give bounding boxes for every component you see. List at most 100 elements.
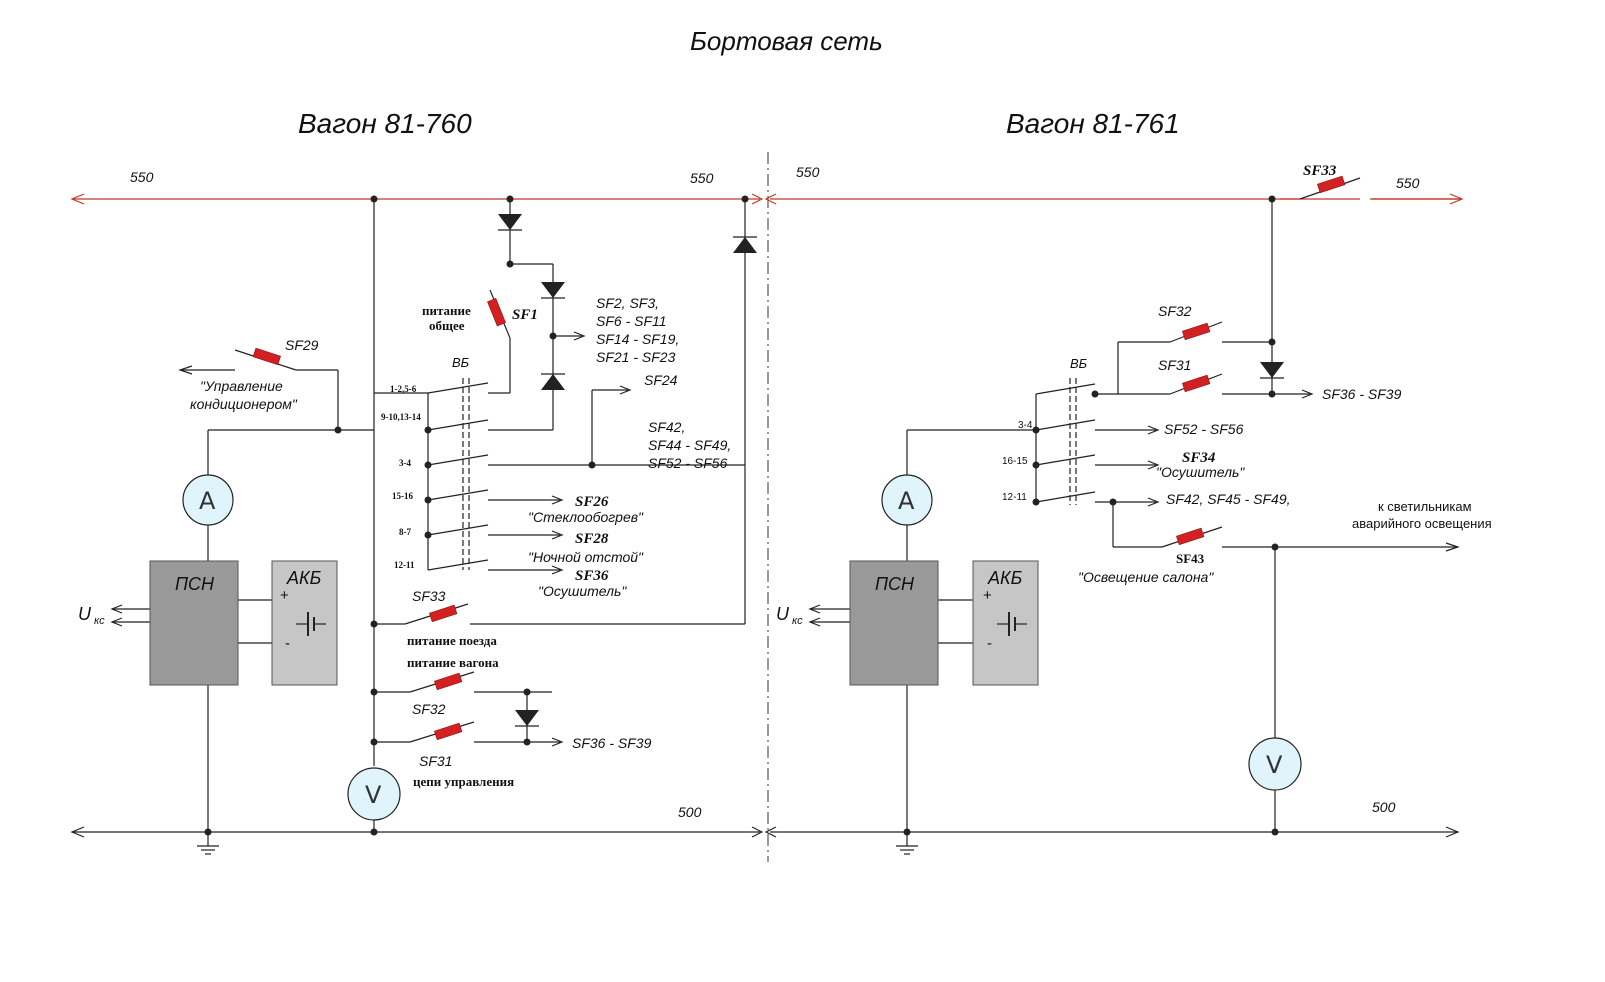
vb-contact-label: 9-10,13-14	[381, 412, 421, 422]
sf-group-label: SF6 - SF11	[596, 313, 667, 329]
sf42-label: SF42,	[648, 419, 685, 435]
fuse-icon	[434, 672, 463, 691]
sf1-label: SF1	[512, 307, 538, 323]
ukc-label: U	[776, 604, 790, 624]
voltmeter-left: V	[347, 767, 401, 821]
bus-label: 550	[690, 170, 714, 186]
fuse-icon	[429, 604, 458, 623]
vb-contact-label: 15-16	[392, 491, 413, 501]
svg-text:V: V	[1266, 751, 1283, 779]
sf36-39-label: SF36 - SF39	[1322, 386, 1402, 402]
minus-sign: -	[987, 635, 992, 652]
power-general-label: общее	[429, 318, 465, 333]
battery-icon	[296, 612, 326, 636]
sf34-label: SF34	[1182, 450, 1216, 466]
sf33-label: SF33	[412, 588, 446, 604]
diode-icon	[515, 710, 539, 727]
akb-battery-right	[972, 560, 1039, 686]
emergency-light-label: аварийного освещения	[1352, 516, 1492, 531]
sf42-label: SF52 - SF56	[648, 455, 728, 471]
diode-icon	[733, 236, 757, 253]
plus-sign: +	[280, 587, 289, 604]
akb-label: АКБ	[286, 568, 322, 588]
fuse-icon	[1182, 374, 1211, 393]
ac-control-label: "Управление	[200, 378, 283, 394]
ammeter-left: A	[182, 474, 234, 526]
svg-text:A: A	[199, 487, 216, 515]
salon-light-label: "Освещение салона"	[1078, 569, 1214, 585]
sf36-desc: "Осушитель"	[538, 583, 627, 599]
ukc-subscript: кс	[94, 615, 105, 627]
junction-dots	[903, 195, 1279, 836]
car-power-label: питание вагона	[407, 655, 499, 670]
voltmeter-right: V	[1248, 737, 1302, 791]
vb-contact-label: 12-11	[394, 560, 415, 570]
psn-label: ПСН	[175, 574, 215, 594]
vb-contact-label: 16-15	[1002, 456, 1028, 467]
bus-500	[70, 826, 1460, 838]
sf-group-label: SF2, SF3,	[596, 295, 659, 311]
sf33-label: SF33	[1303, 163, 1337, 179]
sf28-desc: "Ночной отстой"	[528, 549, 644, 565]
left-car-wiring	[110, 199, 746, 855]
psn-label: ПСН	[875, 574, 915, 594]
sf31-label: SF31	[419, 753, 452, 769]
ac-control-label: кондиционером"	[190, 396, 298, 412]
car-right-title: Вагон 81-761	[1006, 108, 1180, 139]
battery-icon	[997, 612, 1027, 636]
diode-icon	[1260, 362, 1284, 379]
sf-group-label: SF21 - SF23	[596, 349, 676, 365]
train-power-label: питание поезда	[407, 633, 497, 648]
sf32-label: SF32	[1158, 303, 1192, 319]
vb-contact-label: 8-7	[399, 527, 411, 537]
vb-label: ВБ	[452, 355, 470, 370]
vb-contact-label: 1-2,5-6	[390, 384, 417, 394]
ukc-subscript: кс	[792, 615, 803, 627]
diagram-title: Бортовая сеть	[690, 26, 883, 56]
fuse-icon	[1317, 175, 1346, 194]
sf31-label: SF31	[1158, 357, 1191, 373]
sf34-desc: "Осушитель"	[1156, 464, 1245, 480]
power-general-label: питание	[422, 303, 471, 318]
sf36-39-label: SF36 - SF39	[572, 735, 652, 751]
diode-icon	[541, 373, 565, 390]
sf52-56-label: SF52 - SF56	[1164, 421, 1244, 437]
svg-text:A: A	[898, 487, 915, 515]
bus-label: 550	[796, 164, 820, 180]
sf24-label: SF24	[644, 372, 678, 388]
fuse-icon	[487, 298, 506, 327]
diode-icon	[541, 282, 565, 299]
emergency-light-label: к светильникам	[1378, 499, 1472, 514]
psn-unit-right	[849, 560, 939, 686]
sf36-label: SF36	[575, 568, 609, 584]
plus-sign: +	[983, 587, 992, 604]
akb-label: АКБ	[987, 568, 1023, 588]
akb-battery-left	[271, 560, 338, 686]
svg-text:V: V	[365, 781, 382, 809]
vb-label: ВБ	[1070, 356, 1088, 371]
bus-label: 500	[678, 804, 702, 820]
fuse-icon	[434, 722, 463, 741]
sf-group-label: SF14 - SF19,	[596, 331, 679, 347]
bus-550	[70, 193, 1464, 205]
vb-contact-label: 3-4	[1018, 420, 1033, 431]
sf32-label: SF32	[412, 701, 446, 717]
fuse-icon	[1182, 322, 1211, 341]
control-circuits-label: цепи управления	[413, 774, 514, 789]
vb-contact-label: 12-11	[1002, 492, 1027, 503]
bus-label: 550	[1396, 175, 1420, 191]
junction-dots	[204, 195, 749, 836]
diode-icon	[498, 214, 522, 231]
sf26-label: SF26	[575, 494, 609, 510]
sf26-desc: "Стеклообогрев"	[528, 509, 644, 525]
bus-label: 550	[130, 169, 154, 185]
sf42-label: SF44 - SF49,	[648, 437, 731, 453]
sf42-49-label: SF42, SF45 - SF49,	[1166, 491, 1291, 507]
minus-sign: -	[285, 635, 290, 652]
sf28-label: SF28	[575, 531, 609, 547]
sf43-label: SF43	[1176, 551, 1205, 566]
psn-unit-left	[149, 560, 239, 686]
ammeter-right: A	[881, 474, 933, 526]
fuse-icon	[1176, 527, 1205, 546]
